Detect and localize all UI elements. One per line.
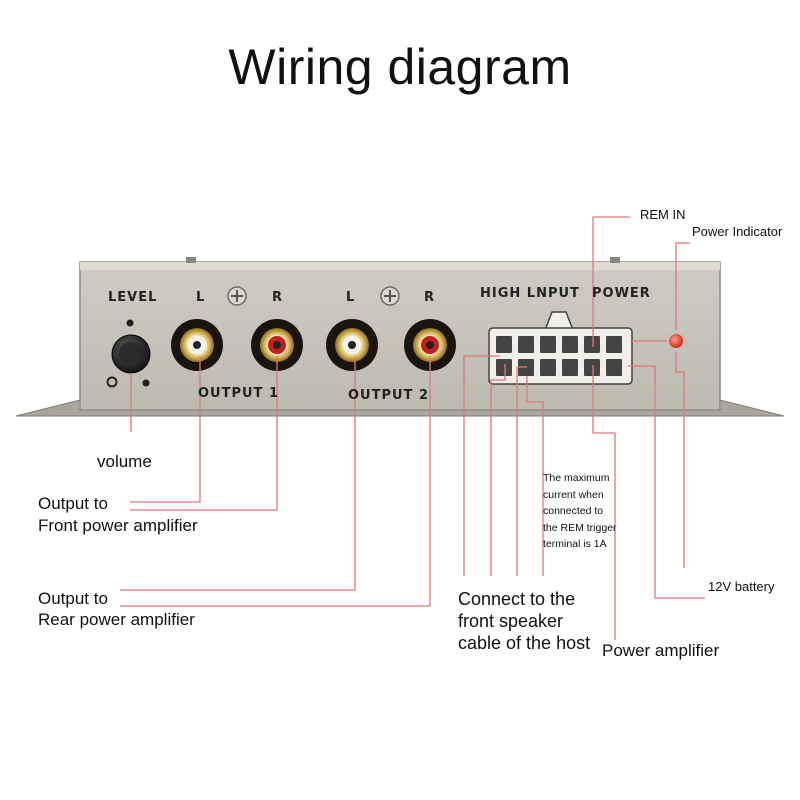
note-line: terminal is 1A (543, 538, 607, 550)
speaker-line: Connect to the (458, 589, 576, 609)
output2-right-label: R (424, 290, 436, 305)
note-line: current when (543, 488, 604, 501)
rca-jack-output2-right[interactable] (404, 319, 456, 371)
front-amplifier-label-line1: Output to (38, 494, 108, 513)
speaker-line: cable of the host (458, 633, 591, 653)
note-line: The maximum (543, 472, 610, 484)
power-amplifier-label: Power amplifier (602, 641, 720, 660)
power-indicator-label: Power Indicator (692, 224, 783, 239)
note-line: the REM trigger (543, 521, 617, 534)
output1-label: OUTPUT 1 (198, 386, 279, 401)
rem-current-note: The maximum current when connected to th… (543, 470, 617, 553)
output2-label: OUTPUT 2 (348, 388, 429, 403)
output1-left-label: L (196, 290, 206, 305)
rear-amplifier-label-line1: Output to (38, 589, 108, 608)
power-indicator-led (669, 334, 683, 348)
rca-jack-output1-right[interactable] (251, 319, 303, 371)
high-input-label: HIGH LNPUT (480, 286, 580, 301)
rear-amplifier-label-line2: Rear power amplifier (38, 610, 195, 629)
battery-label: 12V battery (708, 579, 775, 594)
leader-lines (120, 216, 705, 640)
level-dot (142, 379, 150, 387)
level-label: LEVEL (108, 290, 158, 305)
output1-right-label: R (272, 290, 284, 305)
power-label: POWER (592, 286, 651, 301)
level-dot (126, 319, 134, 327)
note-line: connected to (543, 505, 604, 517)
rca-jack-output1-left[interactable] (171, 319, 223, 371)
speaker-cable-label: Connect to the front speaker cable of th… (458, 588, 590, 654)
volume-label: volume (97, 452, 152, 471)
output2-left-label: L (346, 290, 356, 305)
rem-in-label: REM IN (640, 207, 686, 222)
level-dot (106, 376, 118, 388)
volume-knob[interactable] (111, 334, 151, 374)
screw-icon (227, 286, 247, 306)
front-amplifier-label-line2: Front power amplifier (38, 516, 198, 535)
rca-jack-output2-left[interactable] (326, 319, 378, 371)
screw-icon (380, 286, 400, 306)
page-title: Wiring diagram (228, 39, 572, 95)
speaker-line: front speaker (458, 611, 564, 631)
